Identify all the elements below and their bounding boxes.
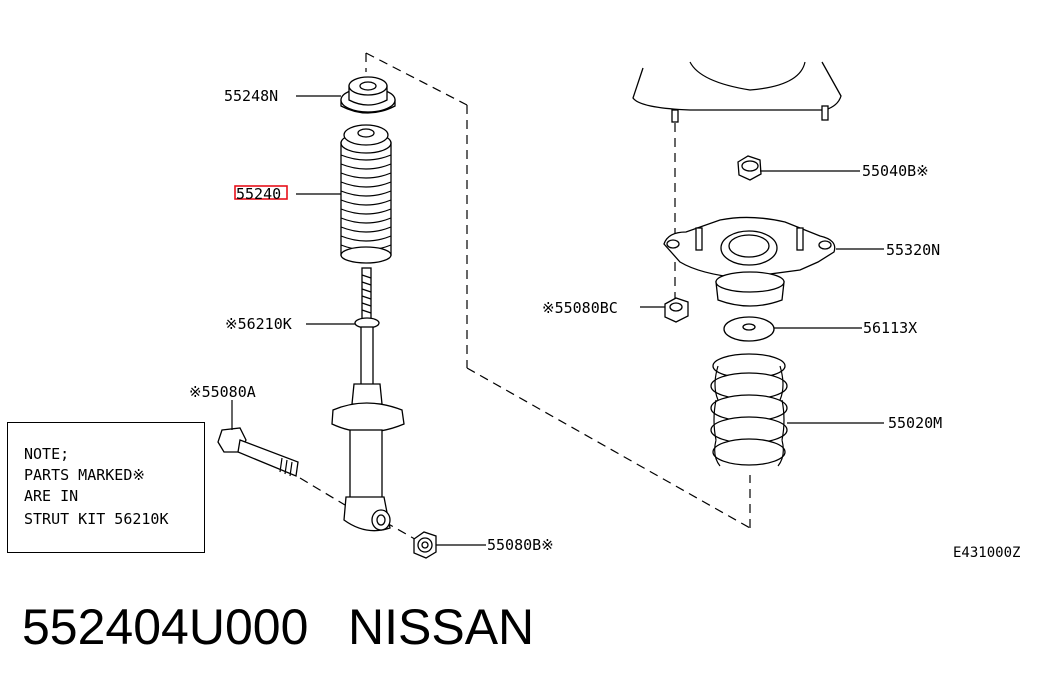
label-55080bc[interactable]: ※55080BC: [542, 299, 618, 317]
bound-bumper-seat-part[interactable]: [340, 76, 396, 114]
bolt-55080a-part[interactable]: [217, 427, 299, 477]
footer-part-number: 552404U000: [22, 599, 309, 655]
nut-55040b-part[interactable]: [737, 155, 762, 181]
spring-seat-part[interactable]: [723, 316, 775, 342]
label-55320n[interactable]: 55320N: [886, 241, 940, 259]
label-55248n[interactable]: 55248N: [224, 87, 278, 105]
label-55080b[interactable]: 55080B※: [487, 536, 554, 554]
label-56113x[interactable]: 56113X: [863, 319, 917, 337]
coil-spring-part[interactable]: [710, 353, 788, 467]
note-line-2: PARTS MARKED※: [24, 466, 145, 484]
label-56210k[interactable]: ※56210K: [225, 315, 292, 333]
shock-absorber-part[interactable]: [331, 267, 405, 532]
label-55020m[interactable]: 55020M: [888, 414, 942, 432]
footer-brand: NISSAN: [348, 599, 535, 655]
nut-55080b-part[interactable]: [413, 531, 437, 559]
highlight-box: [234, 185, 288, 200]
label-55240[interactable]: 55240: [236, 185, 281, 203]
note-line-3: ARE IN: [24, 487, 79, 505]
dust-boot-part[interactable]: [340, 124, 392, 264]
diagram-code: E431000Z: [953, 545, 1021, 561]
label-55040b[interactable]: 55040B※: [862, 162, 929, 180]
note-line-4: STRUT KIT 56210K: [24, 510, 169, 528]
leader-lines: [231, 95, 884, 546]
label-55080a[interactable]: ※55080A: [189, 383, 256, 401]
note-box: NOTE; PARTS MARKED※ ARE IN STRUT KIT 562…: [7, 422, 205, 553]
note-line-1: NOTE;: [24, 445, 70, 463]
strut-mounting-insulator-part[interactable]: [663, 216, 836, 307]
body-mount-part: [632, 61, 842, 123]
nut-55080bc-part[interactable]: [664, 297, 689, 323]
